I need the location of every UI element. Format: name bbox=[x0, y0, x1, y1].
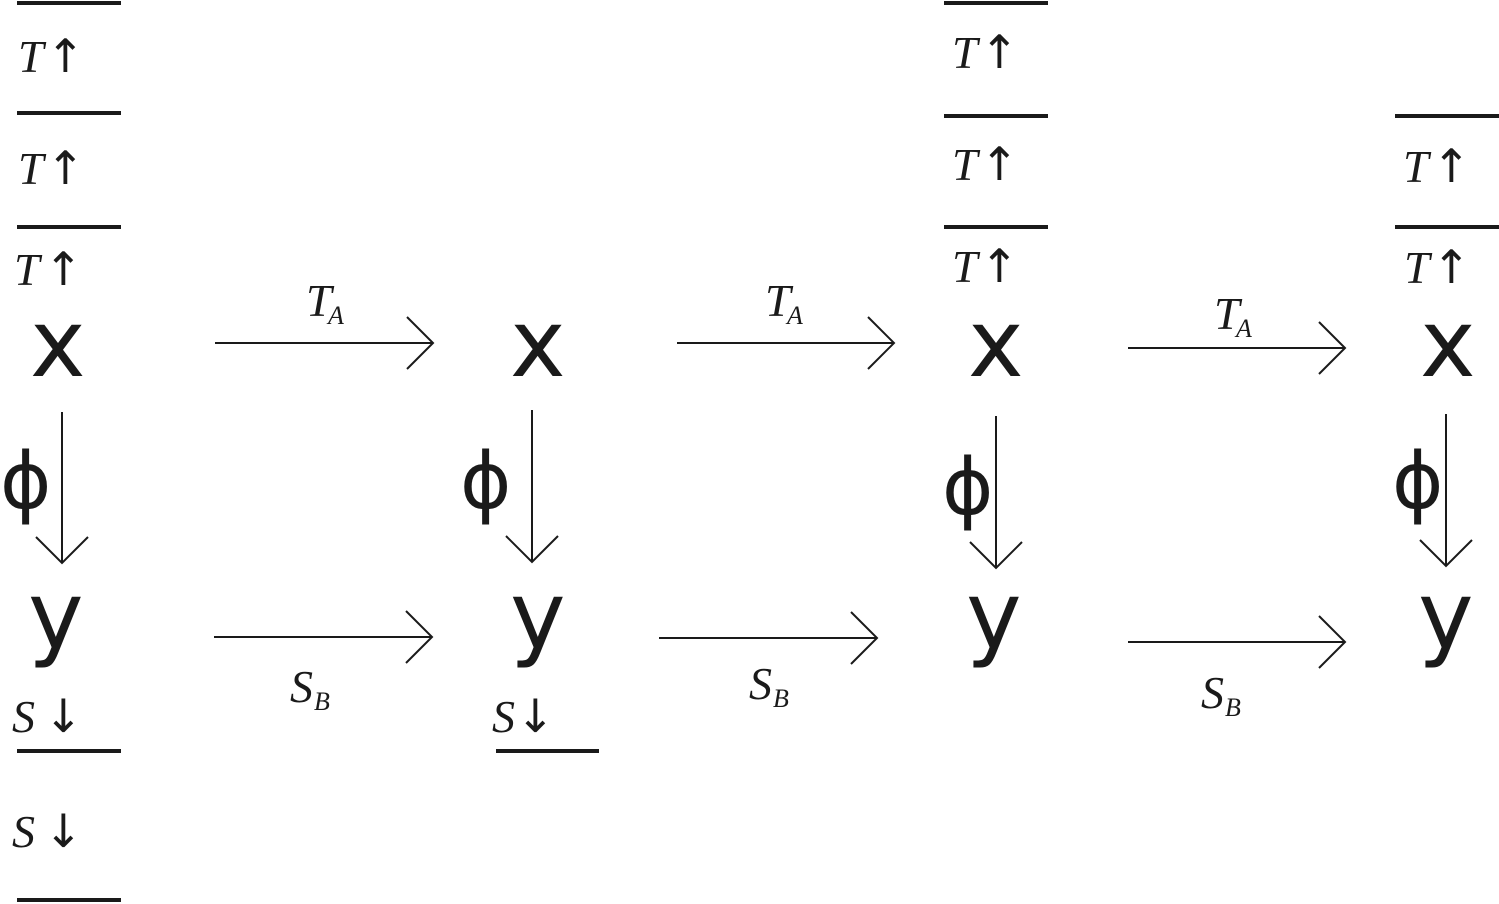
map-symbol: S bbox=[1201, 667, 1224, 718]
down-arrow-icon: ↓ bbox=[44, 689, 83, 743]
down-arrow bbox=[1419, 414, 1473, 568]
map-symbol: T bbox=[1214, 288, 1243, 339]
object-y: y bbox=[966, 562, 1022, 671]
right-arrow bbox=[1128, 615, 1347, 669]
map-subscript: A bbox=[326, 301, 344, 330]
up-arrow-icon: ↑ bbox=[980, 239, 1019, 293]
down-arrow bbox=[35, 412, 89, 565]
up-arrow-icon: ↑ bbox=[980, 137, 1019, 191]
column-3: T ↑ T ↑ T ↑ x ϕ y bbox=[942, 1, 1048, 671]
right-arrow bbox=[215, 316, 435, 370]
column-2: x ϕ y S ↓ bbox=[460, 290, 599, 753]
map-subscript: A bbox=[1234, 314, 1252, 343]
up-arrow-icon: ↑ bbox=[44, 242, 83, 296]
map-subscript: B bbox=[314, 687, 330, 716]
phi-map-label: ϕ bbox=[1392, 437, 1443, 527]
stack-s-symbol: S bbox=[12, 806, 35, 857]
up-arrow-icon: ↑ bbox=[1432, 240, 1471, 294]
stack-t-symbol: T bbox=[14, 244, 43, 295]
stack-t-symbol: T bbox=[1404, 242, 1433, 293]
column-1: T ↑ T ↑ T ↑ x ϕ y S ↓ S ↓ bbox=[0, 1, 121, 902]
up-arrow-icon: ↑ bbox=[46, 29, 85, 83]
bottom-map-2: S B bbox=[659, 611, 879, 713]
bottom-map-3: S B bbox=[1128, 615, 1347, 722]
object-y: y bbox=[510, 562, 566, 671]
map-symbol: T bbox=[306, 275, 335, 326]
map-symbol: T bbox=[765, 275, 794, 326]
object-x: x bbox=[510, 290, 566, 399]
object-y: y bbox=[1418, 562, 1474, 671]
down-arrow bbox=[505, 410, 559, 564]
object-y: y bbox=[28, 562, 84, 671]
stack-s-symbol: S bbox=[12, 691, 35, 742]
map-symbol: S bbox=[749, 658, 772, 709]
right-arrow bbox=[677, 316, 896, 370]
column-4: T ↑ T ↑ x ϕ y bbox=[1392, 114, 1499, 671]
right-arrow bbox=[1128, 321, 1347, 375]
up-arrow-icon: ↑ bbox=[980, 25, 1019, 79]
phi-map-label: ϕ bbox=[942, 443, 993, 533]
down-arrow-icon: ↓ bbox=[44, 804, 83, 858]
right-arrow bbox=[659, 611, 879, 665]
stack-t-symbol: T bbox=[18, 143, 47, 194]
map-subscript: B bbox=[1225, 693, 1241, 722]
stack-t-symbol: T bbox=[952, 27, 981, 78]
up-arrow-icon: ↑ bbox=[46, 141, 85, 195]
phi-map-label: ϕ bbox=[460, 437, 511, 527]
map-subscript: B bbox=[773, 684, 789, 713]
stack-t-symbol: T bbox=[952, 241, 981, 292]
top-map-2: T A bbox=[677, 275, 896, 370]
phi-map-label: ϕ bbox=[0, 437, 51, 527]
right-arrow bbox=[214, 610, 434, 664]
object-x: x bbox=[968, 290, 1024, 399]
map-subscript: A bbox=[785, 301, 803, 330]
object-x: x bbox=[30, 290, 86, 399]
down-arrow bbox=[969, 416, 1023, 570]
down-arrow-icon: ↓ bbox=[516, 689, 555, 743]
top-map-1: T A bbox=[215, 275, 435, 370]
stack-t-symbol: T bbox=[1403, 141, 1432, 192]
stack-t-symbol: T bbox=[952, 139, 981, 190]
object-x: x bbox=[1420, 290, 1476, 399]
bottom-map-1: S B bbox=[214, 610, 434, 716]
up-arrow-icon: ↑ bbox=[1432, 139, 1471, 193]
stack-t-symbol: T bbox=[18, 31, 47, 82]
map-symbol: S bbox=[290, 661, 313, 712]
top-map-3: T A bbox=[1128, 288, 1347, 375]
stack-s-symbol: S bbox=[492, 691, 515, 742]
